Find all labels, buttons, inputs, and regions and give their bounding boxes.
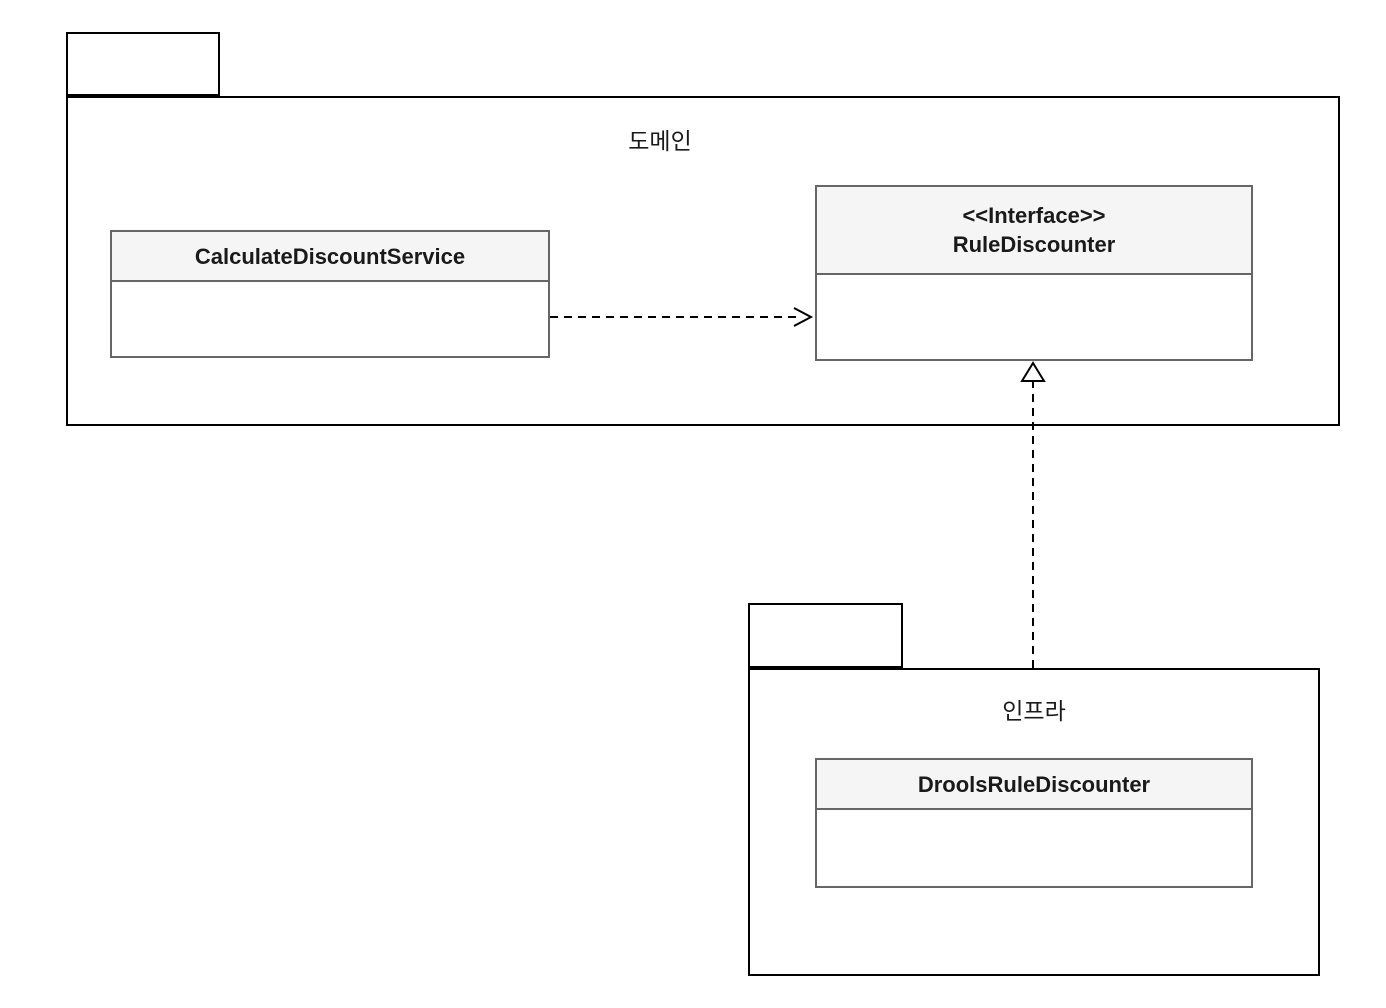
package-domain-tab: [66, 32, 220, 96]
interface-rule-discounter-name: RuleDiscounter: [952, 232, 1116, 257]
package-domain-label: 도메인: [628, 128, 692, 154]
class-calculate-discount-service: CalculateDiscountService: [110, 230, 550, 358]
class-drools-rule-discounter-compartment: [817, 810, 1251, 886]
package-infra-tab: [748, 603, 903, 668]
class-drools-rule-discounter-header: DroolsRuleDiscounter: [817, 760, 1251, 810]
class-calculate-discount-service-header: CalculateDiscountService: [112, 232, 548, 282]
class-calculate-discount-service-compartment: [112, 282, 548, 356]
interface-rule-discounter-stereotype: <<Interface>>: [962, 203, 1106, 228]
interface-rule-discounter-compartment: [817, 275, 1251, 359]
interface-rule-discounter-header: <<Interface>> RuleDiscounter: [817, 187, 1251, 275]
class-calculate-discount-service-name: CalculateDiscountService: [194, 243, 466, 269]
class-drools-rule-discounter: DroolsRuleDiscounter: [815, 758, 1253, 888]
package-infra-label: 인프라: [1002, 698, 1066, 724]
class-drools-rule-discounter-name: DroolsRuleDiscounter: [917, 771, 1151, 797]
interface-rule-discounter: <<Interface>> RuleDiscounter: [815, 185, 1253, 361]
